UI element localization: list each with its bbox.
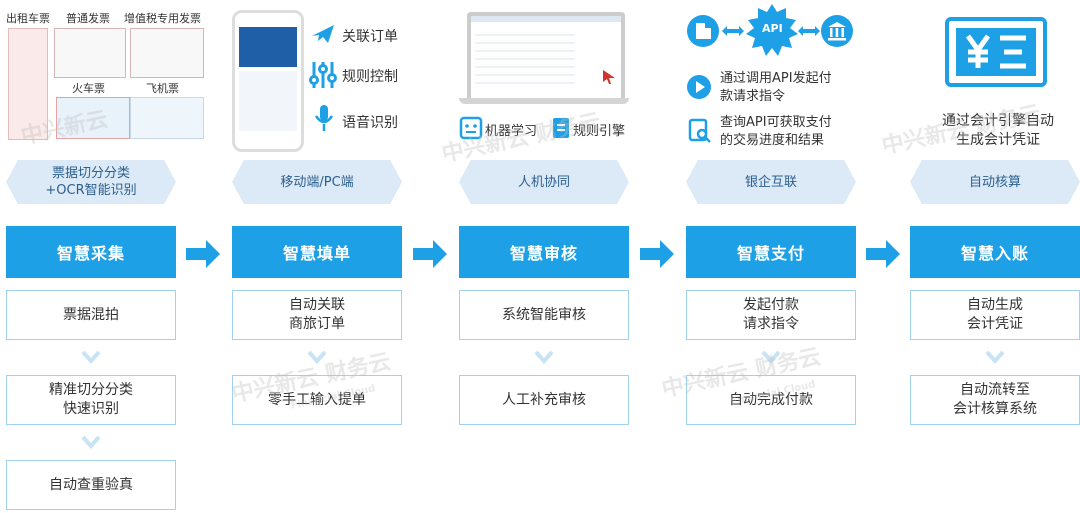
chevron-down-icon	[81, 350, 101, 364]
normal-invoice-image	[54, 28, 126, 78]
step-auto-voucher: 自动生成 会计凭证	[910, 290, 1080, 340]
taxi-receipt-image	[8, 28, 48, 140]
play-arrow-icon	[687, 75, 711, 99]
label-train: 火车票	[72, 82, 105, 95]
flow-arrow-icon	[413, 240, 447, 268]
feature-api-query: 查询API可获取支付 的交易进度和结果	[720, 115, 832, 148]
building-icon	[687, 15, 719, 47]
chevron-down-icon	[534, 350, 554, 364]
vat-invoice-image	[130, 28, 204, 78]
step-manual-review: 人工补充审核	[459, 375, 629, 425]
plane-ticket-image	[130, 97, 204, 139]
feature-voice: 语音识别	[342, 115, 398, 131]
hex-mobile-pc: 移动端/PC端	[232, 160, 402, 204]
column-collect: 出租车票 普通发票 增值税专用发票 火车票 飞机票 票据切分分类 +OCR智能识…	[6, 0, 204, 513]
column-fill: 关联订单 规则控制 语音识别 移动端/PC端 智慧填单 自动关联 商旅订单 零手…	[232, 0, 402, 513]
main-smart-pay: 智慧支付	[686, 226, 856, 278]
laptop-image	[467, 12, 625, 102]
feature-rule-engine: 规则引擎	[573, 124, 626, 139]
step-link-travel-label: 自动关联 商旅订单	[289, 297, 345, 332]
yuan-voucher-icon	[945, 17, 1047, 87]
step-system-review: 系统智能审核	[459, 290, 629, 340]
main-smart-review: 智慧审核	[459, 226, 629, 278]
main-smart-post-label: 智慧入账	[960, 244, 1029, 263]
step-auto-voucher-label: 自动生成 会计凭证	[967, 297, 1023, 332]
hex-bank-link-label: 银企互联	[744, 174, 797, 190]
step-system-review-label: 系统智能审核	[502, 306, 586, 323]
step-mixed-shot: 票据混拍	[6, 290, 176, 340]
bank-api-illustration: API 通过调用API发起付 款请求指令 查询API可获取支付 的交易进度和结果	[686, 0, 856, 155]
step-dedupe-verify-label: 自动查重验真	[49, 476, 133, 493]
step-zero-input-label: 零手工输入提单	[268, 391, 366, 408]
cursor-icon	[603, 70, 615, 84]
laptop-illustration: 机器学习 规则引擎	[459, 0, 629, 155]
step-auto-transfer: 自动流转至 会计核算系统	[910, 375, 1080, 425]
double-arrow-icon	[798, 26, 820, 36]
flow-arrow-icon	[640, 240, 674, 268]
mobile-illustration: 关联订单 规则控制 语音识别	[232, 0, 402, 155]
step-initiate-payment: 发起付款 请求指令	[686, 290, 856, 340]
train-ticket-image	[56, 97, 130, 139]
step-auto-payment-label: 自动完成付款	[729, 391, 813, 408]
hex-auto-account: 自动核算	[910, 160, 1080, 204]
step-split-classify: 精准切分分类 快速识别	[6, 375, 176, 425]
step-link-travel: 自动关联 商旅订单	[232, 290, 402, 340]
invoice-illustration: 出租车票 普通发票 增值税专用发票 火车票 飞机票	[6, 0, 204, 155]
feature-api-initiate: 通过调用API发起付 款请求指令	[720, 71, 832, 104]
hex-mobile-pc-label: 移动端/PC端	[280, 174, 354, 190]
label-normal: 普通发票	[66, 12, 110, 25]
flow-arrow-icon	[186, 240, 220, 268]
step-manual-review-label: 人工补充审核	[502, 391, 586, 408]
feature-link-order: 关联订单	[342, 29, 398, 45]
step-initiate-payment-label: 发起付款 请求指令	[743, 297, 799, 332]
chevron-down-icon	[81, 435, 101, 449]
column-post: 通过会计引擎自动 生成会计凭证 自动核算 智慧入账 自动生成 会计凭证 自动流转…	[910, 0, 1080, 513]
hex-auto-account-label: 自动核算	[968, 174, 1021, 190]
step-mixed-shot-label: 票据混拍	[63, 306, 119, 323]
phone-image	[232, 10, 304, 152]
step-dedupe-verify: 自动查重验真	[6, 460, 176, 510]
robot-face-icon	[459, 116, 483, 140]
step-auto-transfer-label: 自动流转至 会计核算系统	[953, 382, 1037, 417]
feature-engine: 通过会计引擎自动 生成会计凭证	[942, 113, 1054, 148]
main-smart-collect-label: 智慧采集	[56, 244, 125, 263]
chevron-down-icon	[307, 350, 327, 364]
plane-icon	[312, 25, 334, 43]
main-smart-pay-label: 智慧支付	[736, 244, 805, 263]
api-label: API	[762, 22, 783, 35]
flow-arrow-icon	[866, 240, 900, 268]
step-split-classify-label: 精准切分分类 快速识别	[49, 382, 133, 417]
hex-bank-link: 银企互联	[686, 160, 856, 204]
document-icon	[553, 118, 569, 138]
search-document-icon	[688, 118, 711, 143]
main-smart-fill: 智慧填单	[232, 226, 402, 278]
hex-ocr: 票据切分分类 +OCR智能识别	[6, 160, 176, 204]
label-vat: 增值税专用发票	[124, 12, 201, 25]
hex-ocr-label: 票据切分分类 +OCR智能识别	[45, 166, 137, 198]
chevron-down-icon	[985, 350, 1005, 364]
feature-rule-control: 规则控制	[342, 69, 398, 85]
feature-ml: 机器学习	[485, 124, 538, 139]
bank-icon	[821, 15, 853, 47]
double-arrow-icon	[722, 26, 744, 36]
main-smart-post: 智慧入账	[910, 226, 1080, 278]
label-taxi: 出租车票	[6, 12, 50, 25]
hex-human-machine: 人机协同	[459, 160, 629, 204]
microphone-icon	[314, 105, 334, 131]
label-plane: 飞机票	[146, 82, 179, 95]
api-gear-icon	[746, 4, 798, 56]
main-smart-review-label: 智慧审核	[509, 244, 578, 263]
main-smart-collect: 智慧采集	[6, 226, 176, 278]
main-smart-fill-label: 智慧填单	[282, 244, 351, 263]
step-zero-input: 零手工输入提单	[232, 375, 402, 425]
chevron-down-icon	[761, 350, 781, 364]
column-pay: API 通过调用API发起付 款请求指令 查询API可获取支付 的交易进度和结果…	[686, 0, 856, 513]
hex-human-machine-label: 人机协同	[517, 174, 570, 190]
voucher-illustration: 通过会计引擎自动 生成会计凭证	[910, 0, 1080, 155]
column-review: 机器学习 规则引擎 人机协同 智慧审核 系统智能审核 人工补充审核	[459, 0, 629, 513]
step-auto-payment: 自动完成付款	[686, 375, 856, 425]
sliders-icon	[309, 62, 337, 88]
